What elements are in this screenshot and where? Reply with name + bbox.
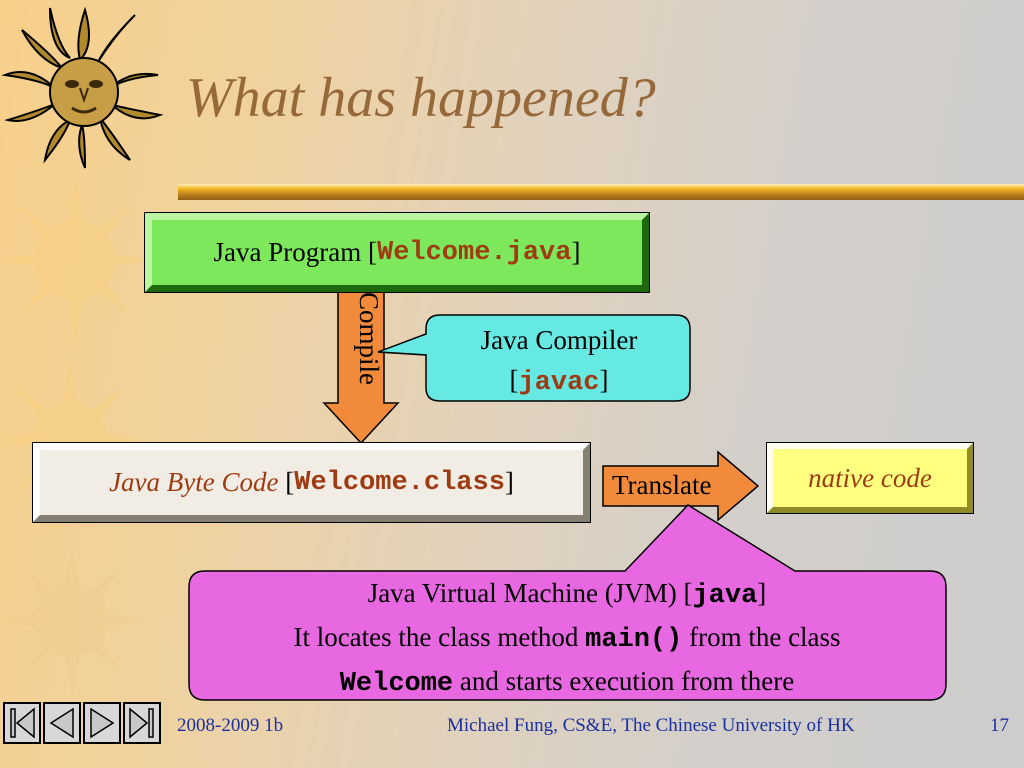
bytecode-label: Java Byte Code <box>109 467 279 497</box>
class-file-name: Welcome.class <box>294 467 505 498</box>
sun-face-icon <box>1 6 164 169</box>
slide-nav <box>3 702 161 744</box>
jvm-line-3: Welcome and starts execution from there <box>190 661 944 705</box>
faded-sun-icon <box>0 545 144 695</box>
source-file-name: Welcome.java <box>377 237 572 268</box>
translate-label: Translate <box>612 470 712 500</box>
footer-date: 2008-2009 1b <box>177 715 284 736</box>
jvm-line-2-end: from the class <box>682 622 841 652</box>
faded-sun-icon <box>0 175 150 345</box>
compiler-open: [ <box>509 365 519 395</box>
main-method-code: main() <box>585 625 683 655</box>
bytecode-box: Java Byte Code [Welcome.class] <box>32 442 591 523</box>
java-program-close: ] <box>571 237 581 267</box>
java-program-label: Java Program [ <box>213 237 377 267</box>
welcome-class-code: Welcome <box>339 669 454 699</box>
compile-arrow <box>322 291 400 445</box>
compiler-tool-line: [javac] <box>430 360 688 403</box>
compiler-callout-text: Java Compiler [javac] <box>430 320 688 403</box>
native-code-box: native code <box>766 442 974 514</box>
bytecode-open: [ <box>278 467 295 497</box>
compiler-tool: javac <box>518 368 600 398</box>
jvm-name: Java Virtual Machine (JVM) [ <box>367 578 693 608</box>
compile-label: Compile <box>354 292 384 385</box>
jvm-line-1: Java Virtual Machine (JVM) [java] <box>190 573 944 617</box>
jvm-line-2-text: It locates the class method <box>293 622 586 652</box>
compiler-callout <box>377 314 691 402</box>
previous-slide-icon <box>49 707 74 739</box>
next-slide-icon <box>90 707 115 739</box>
slide-title: What has happened? <box>186 67 656 129</box>
footer-author: Michael Fung, CS&E, The Chinese Universi… <box>447 715 855 736</box>
jvm-tool: java <box>692 581 758 611</box>
previous-slide-button[interactable] <box>43 702 81 744</box>
java-program-box: Java Program [Welcome.java] <box>144 212 650 293</box>
next-slide-button[interactable] <box>83 702 121 744</box>
first-slide-button[interactable] <box>3 702 41 744</box>
slide-number: 17 <box>990 715 1009 736</box>
last-slide-icon <box>129 707 149 739</box>
jvm-line-3-end: and starts execution from there <box>453 666 795 696</box>
native-code-label: native code <box>808 462 932 493</box>
last-slide-button[interactable] <box>123 702 161 744</box>
jvm-line-2: It locates the class method main() from … <box>190 617 944 661</box>
compiler-close: ] <box>599 365 609 395</box>
title-underline-bar <box>178 184 1024 200</box>
jvm-close: ] <box>757 578 767 608</box>
translate-arrow <box>602 450 760 522</box>
compiler-name: Java Compiler <box>480 325 638 355</box>
jvm-callout-text: Java Virtual Machine (JVM) [java] It loc… <box>190 573 944 705</box>
first-slide-icon <box>15 707 35 739</box>
bytecode-close: ] <box>504 467 514 497</box>
jvm-callout <box>188 504 947 701</box>
